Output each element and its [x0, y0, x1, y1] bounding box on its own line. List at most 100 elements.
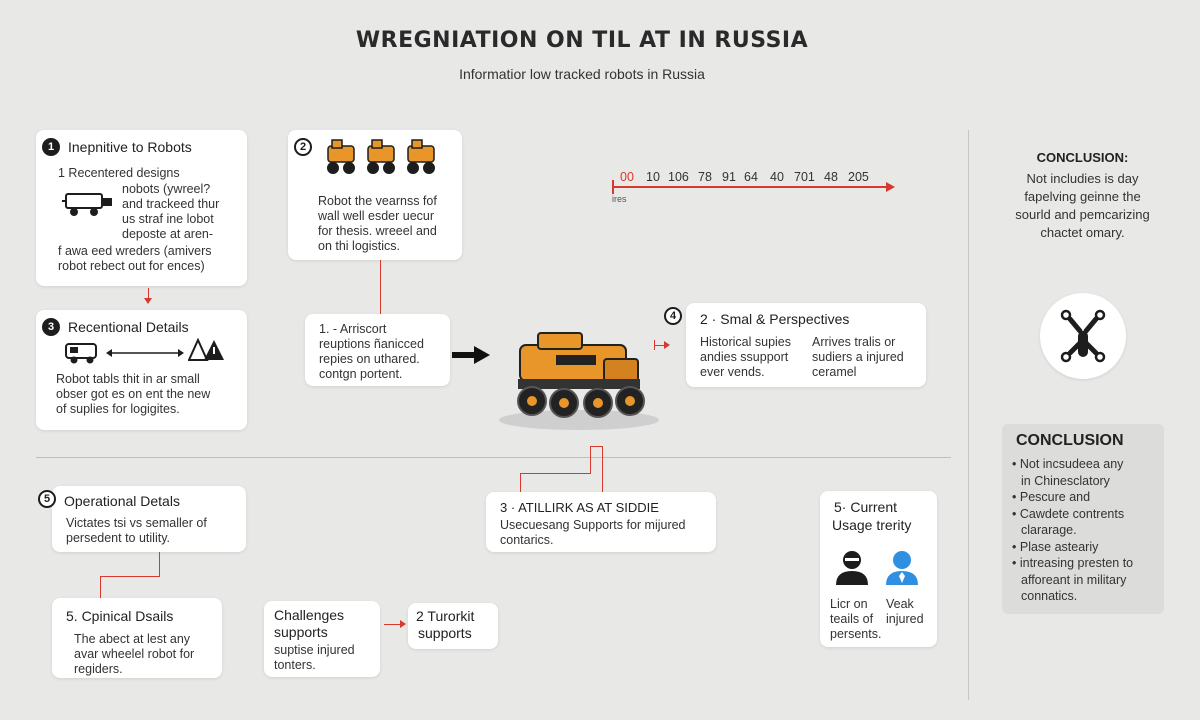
timeline-tick-label: 78	[698, 170, 712, 184]
card-text-line: of suplies for logigites.	[56, 402, 180, 416]
page-subtitle: Informatior low tracked robots in Russia	[459, 66, 705, 82]
card-text-line: Arrives tralis or	[812, 335, 896, 349]
card-text-line: obser got es on ent the new	[56, 387, 211, 401]
card-text-line: Usecuesang Supports for mijured	[500, 518, 686, 532]
timeline-start-tick	[612, 180, 614, 194]
connector-line	[654, 345, 668, 346]
card-text-line: avar wheelel robot for	[74, 647, 195, 661]
conclusion-summary: CONCLUSION: Not includies is day fapelvi…	[985, 150, 1180, 242]
card-current-usage: 5· Current Usage trerity Licr on teails …	[820, 491, 937, 647]
warning-triangle-icon	[188, 338, 226, 362]
card-text-line: Historical supies	[700, 335, 792, 349]
arrow-down-icon	[144, 298, 152, 304]
step-number-badge: 2	[294, 138, 312, 156]
timeline-tick-label: 10	[646, 170, 660, 184]
conclusion-item-cont: clararage.	[1021, 523, 1077, 537]
connector-line	[148, 288, 149, 302]
timeline-axis	[612, 186, 888, 188]
card-title: Inepnitive to Robots	[68, 139, 192, 155]
card-text-line: teails of	[830, 612, 874, 626]
card-text-line: suptise injured	[274, 643, 355, 657]
arrow-right-small-icon	[400, 620, 406, 628]
connector-line	[384, 624, 402, 625]
timeline-tick-label: 205	[848, 170, 869, 184]
card-text-line: contgn portent.	[319, 367, 403, 381]
card-robot-variants: 2 Robot the vearnss fof wall well esder …	[288, 130, 462, 260]
card-text-line: injured	[886, 612, 924, 626]
card-text-line: deposte at aren-	[122, 227, 214, 241]
conclusion-item: • Cawdete contrents	[1012, 506, 1125, 521]
connector-line	[520, 473, 521, 493]
timeline-tick-label: 40	[770, 170, 784, 184]
card-text-line: Robot the vearnss fof	[318, 194, 437, 208]
card-text-line: us straf ine lobot	[122, 212, 214, 226]
tracked-robot-icon	[494, 325, 664, 435]
card-text-line: nobots (ywreel?	[122, 182, 211, 196]
person-icon	[884, 549, 920, 587]
card-text-line: on thi logistics.	[318, 239, 400, 253]
timeline-start-label: ires	[612, 194, 627, 204]
card-text-line: tonters.	[274, 658, 316, 672]
card-text-line: Robot tabls thit in ar small	[56, 372, 200, 386]
arrow-right-icon	[452, 346, 490, 364]
connector-line	[602, 446, 603, 494]
card-text-line: f awa eed wreders (amivers	[58, 244, 212, 258]
conclusion-item: • Not incsudeea any	[1012, 457, 1124, 471]
timeline-tick-label: 48	[824, 170, 838, 184]
section-divider	[36, 457, 951, 458]
card-arriscort: 1. - Arriscort reuptions ñanicced repies…	[305, 314, 450, 386]
conclusion-item-cont: connatics.	[1021, 589, 1078, 603]
card-title-line: supports	[274, 624, 328, 640]
card-text-line: repies on uthared.	[319, 352, 420, 366]
person-icon	[834, 549, 870, 587]
card-text-line: Veak	[886, 597, 914, 611]
robot-tools-icon	[1040, 293, 1126, 379]
card-text-line: for thesis. wreeel and	[318, 224, 437, 238]
robot-vehicle-icon	[58, 188, 118, 218]
timeline-tick-label: 106	[668, 170, 689, 184]
card-title: Operational Detals	[64, 493, 180, 509]
timeline-tick-label: 701	[794, 170, 815, 184]
timeline-arrowhead	[886, 182, 895, 192]
connector-line	[100, 576, 101, 598]
timeline-tick-label: 91	[722, 170, 736, 184]
conclusion-line: sourld and pemcarizing	[1015, 207, 1150, 222]
card-text-line: ceramel	[812, 365, 857, 379]
card-perspectives: 4 2 · Smal & Perspectives Historical sup…	[664, 303, 926, 387]
card-text-line: ever vends.	[700, 365, 765, 379]
card-title: 3 · ATILLIRK AS AT SIDDIE	[500, 500, 659, 515]
card-text-line: contarics.	[500, 533, 554, 547]
card-robots-intro: 1 Inepnitive to Robots 1 Recentered desi…	[36, 130, 247, 286]
card-text-line: sudiers a injured	[812, 350, 904, 364]
connector-line	[520, 473, 590, 474]
timeline-tick-label: 00	[620, 170, 634, 184]
card-text-line: 1. - Arriscort	[319, 322, 387, 336]
card-title: Recentional Details	[68, 319, 189, 335]
card-atillirk: 3 · ATILLIRK AS AT SIDDIE Usecuesang Sup…	[486, 492, 716, 552]
card-title-line: 2 Turorkit	[416, 608, 475, 624]
step-number-badge: 1	[42, 138, 60, 156]
step-number-badge: 5	[38, 490, 56, 508]
conclusion-item: • Pescure and	[1012, 490, 1091, 504]
card-text-line: The abect at lest any	[74, 632, 191, 646]
conclusion-item-cont: in Chinesclatory	[1021, 473, 1110, 488]
conclusion-title: CONCLUSION	[1016, 432, 1124, 449]
card-text-line: wall well esder uecur	[318, 209, 435, 223]
card-turorkit-supports: 2 Turorkit supports	[408, 603, 498, 649]
conclusion-box: CONCLUSION • Not incsudeea any in Chines…	[1002, 424, 1164, 614]
card-text-line: reuptions ñanicced	[319, 337, 424, 351]
card-challenges-supports: Challenges supports suptise injured tont…	[264, 601, 380, 677]
tracked-robot-icon	[324, 136, 444, 184]
card-title: 5. Cpinical Dsails	[66, 608, 174, 624]
connector-line	[100, 576, 160, 577]
double-arrow-icon	[106, 348, 184, 358]
step-number-badge: 4	[664, 307, 682, 325]
card-title-line: Challenges	[274, 607, 345, 623]
card-title: 2 · Smal & Perspectives	[700, 311, 850, 327]
card-text-line: persents.	[830, 627, 882, 641]
card-text-line: and trackeed thur	[122, 197, 220, 211]
page-title: WREGNIATION ON TIL AT IN RUSSIA	[355, 28, 809, 53]
conclusion-line: chactet omary.	[1040, 225, 1125, 240]
card-recentional-details: 3 Recentional Details Robot tabls thit i…	[36, 310, 247, 430]
conclusion-title: CONCLUSION:	[1036, 150, 1129, 165]
